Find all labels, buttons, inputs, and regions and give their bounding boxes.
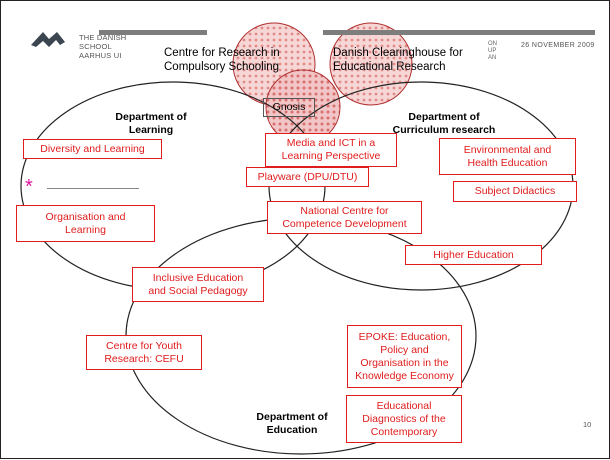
label-line: Centre for Research in (164, 47, 280, 59)
box-organisation-and-learning: Organisation and Learning (16, 205, 155, 242)
truncated-line: UP (488, 48, 497, 54)
box-text: Organisation in the (360, 356, 449, 369)
danish-school-logo-icon (31, 32, 65, 47)
logo-line: AARHUS UI (79, 51, 122, 60)
logo-line: THE DANISH (79, 33, 127, 42)
box-diversity-and-learning: Diversity and Learning (23, 139, 162, 159)
label-department-learning: Department of Learning (101, 111, 201, 137)
truncated-line: ON (488, 41, 497, 47)
label-line: Department of (256, 411, 328, 423)
box-playware: Playware (DPU/DTU) (246, 167, 369, 187)
box-text: Higher Education (433, 248, 514, 261)
box-text: Learning (65, 223, 106, 236)
box-text: Diagnostics of the (362, 412, 446, 425)
box-subject-didactics: Subject Didactics (453, 181, 577, 202)
label-line: Education (266, 424, 318, 436)
box-text: National Centre for (300, 204, 389, 217)
truncated-header-text: ON UP AN (488, 41, 497, 62)
box-epoke: EPOKE: Education, Policy and Organisatio… (347, 325, 462, 388)
box-text: Contemporary (370, 425, 438, 438)
box-text: Environmental and (463, 143, 552, 156)
box-text: and Social Pedagogy (148, 284, 248, 297)
label-centre-research-compulsory-schooling: Centre for Research in Compulsory School… (164, 46, 280, 74)
label-line: Department of (115, 111, 187, 123)
label-department-curriculum: Department of Curriculum research (379, 111, 509, 137)
label-danish-clearinghouse: Danish Clearinghouse for Educational Res… (333, 46, 463, 74)
box-text: Competence Development (282, 217, 407, 230)
date: 26 NOVEMBER 2009 (521, 42, 595, 49)
box-text: Media and ICT in a (286, 137, 376, 149)
box-text: Learning Perspective (281, 150, 381, 162)
box-text: Health Education (467, 156, 548, 169)
box-national-centre: National Centre for Competence Developme… (267, 201, 422, 234)
label-line: Curriculum research (392, 124, 496, 136)
box-text: Centre for Youth (106, 339, 182, 352)
logo-line: SCHOOL (79, 42, 112, 51)
box-higher-education: Higher Education (405, 245, 542, 265)
box-text: Diversity and Learning (40, 142, 145, 155)
box-text: Subject Didactics (474, 185, 556, 197)
box-educational-diagnostics: Educational Diagnostics of the Contempor… (346, 395, 462, 443)
placeholder-line (47, 188, 139, 189)
school-name: THE DANISH SCHOOL AARHUS UI (79, 33, 126, 60)
label-department-education: Department of Education (247, 411, 337, 437)
box-text: Educational (376, 399, 432, 412)
box-text: Knowledge Economy (355, 369, 454, 382)
box-text: Policy and (380, 343, 429, 356)
box-inclusive-education: Inclusive Education and Social Pedagogy (132, 267, 264, 302)
box-text: Research: CEFU (104, 352, 184, 365)
label-line: Compulsory Schooling (164, 61, 280, 73)
label-line: Learning (128, 124, 174, 136)
truncated-line: AN (488, 55, 497, 61)
box-centre-for-youth-research: Centre for Youth Research: CEFU (86, 335, 202, 370)
box-text: EPOKE: Education, (358, 330, 451, 343)
box-environmental-health: Environmental and Health Education (439, 138, 576, 175)
label-line: Educational Research (333, 61, 446, 73)
label-line: Department of (408, 111, 480, 123)
box-text: Playware (DPU/DTU) (257, 170, 358, 183)
box-text: Organisation and (45, 210, 126, 223)
gnosis-text: Gnosis (272, 101, 306, 113)
header-bar-right (323, 30, 595, 35)
label-line: Danish Clearinghouse for (333, 47, 463, 59)
page-number: 10 (583, 420, 592, 429)
label-gnosis: Gnosis (263, 98, 315, 117)
asterisk-icon: * (25, 176, 33, 198)
header-bar-left (99, 30, 207, 35)
box-media-and-ict: Media and ICT in a Learning Perspective (265, 133, 397, 167)
box-text: Inclusive Education (152, 271, 244, 284)
